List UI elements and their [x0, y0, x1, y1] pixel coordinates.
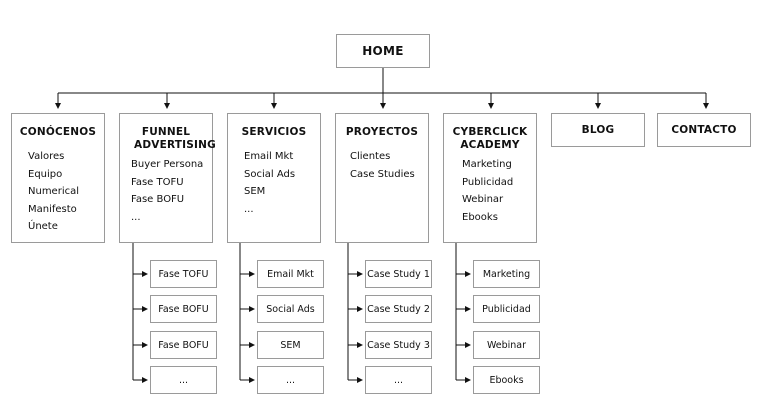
node-item[interactable]: Buyer Persona	[131, 159, 204, 170]
funnel-advertising-node[interactable]: FUNNEL ADVERTISING Buyer Persona Fase TO…	[119, 113, 216, 243]
node-title: CONÓCENOS	[19, 126, 97, 138]
servicios-subpage[interactable]: Social Ads	[257, 295, 324, 323]
conocenos-node[interactable]: CONÓCENOS Valores Equipo Numerical Manif…	[11, 113, 105, 243]
funnel-subpage[interactable]: Fase BOFU	[150, 331, 217, 359]
node-item[interactable]: Manifesto	[28, 203, 77, 215]
funnel-subpage[interactable]: Fase TOFU	[150, 260, 217, 288]
academy-subpage[interactable]: Marketing	[473, 260, 540, 288]
node-item[interactable]: Únete	[28, 221, 58, 232]
node-item[interactable]: Fase TOFU	[131, 176, 184, 188]
contacto-node[interactable]: CONTACTO	[657, 113, 751, 147]
servicios-subpage[interactable]: SEM	[257, 331, 324, 359]
node-item[interactable]: Valores	[28, 151, 65, 162]
node-item[interactable]: Webinar	[462, 194, 504, 205]
node-title: CYBERCLICK ACADEMY	[452, 126, 528, 151]
funnel-subpage[interactable]: Fase BOFU	[150, 295, 217, 323]
proyectos-subpage[interactable]: Case Study 3	[365, 331, 432, 359]
academy-subpage[interactable]: Ebooks	[473, 366, 540, 394]
node-item[interactable]: Ebooks	[462, 211, 498, 223]
servicios-node[interactable]: SERVICIOS Email Mkt Social Ads SEM ...	[227, 113, 321, 243]
node-title: PROYECTOS	[345, 126, 419, 138]
academy-subpage[interactable]: Webinar	[473, 331, 540, 359]
node-item[interactable]: Marketing	[462, 159, 512, 170]
home-node[interactable]: HOME	[336, 34, 430, 68]
node-item[interactable]: SEM	[244, 186, 266, 197]
servicios-subpage[interactable]: ...	[257, 366, 324, 394]
servicios-subpage[interactable]: Email Mkt	[257, 260, 324, 288]
node-item[interactable]: Social Ads	[244, 168, 296, 180]
node-item[interactable]: Fase BOFU	[131, 194, 185, 205]
node-title: FUNNEL ADVERTISING	[134, 126, 216, 151]
node-item[interactable]: Email Mkt	[244, 151, 294, 162]
blog-node[interactable]: BLOG	[551, 113, 645, 147]
academy-subpage[interactable]: Publicidad	[473, 295, 540, 323]
node-item[interactable]: Case Studies	[350, 168, 415, 180]
node-item[interactable]: Publicidad	[462, 176, 514, 188]
proyectos-node[interactable]: PROYECTOS Clientes Case Studies	[335, 113, 429, 243]
proyectos-subpage[interactable]: Case Study 2	[365, 295, 432, 323]
funnel-subpage[interactable]: ...	[150, 366, 217, 394]
proyectos-subpage[interactable]: ...	[365, 366, 432, 394]
cyberclick-academy-node[interactable]: CYBERCLICK ACADEMY Marketing Publicidad …	[443, 113, 537, 243]
node-item[interactable]: Clientes	[350, 151, 391, 162]
node-title: SERVICIOS	[241, 126, 307, 138]
node-item[interactable]: Equipo	[28, 168, 63, 180]
node-item[interactable]: ...	[131, 211, 141, 223]
node-item[interactable]: Numerical	[28, 186, 80, 197]
node-item[interactable]: ...	[244, 203, 254, 215]
proyectos-subpage[interactable]: Case Study 1	[365, 260, 432, 288]
